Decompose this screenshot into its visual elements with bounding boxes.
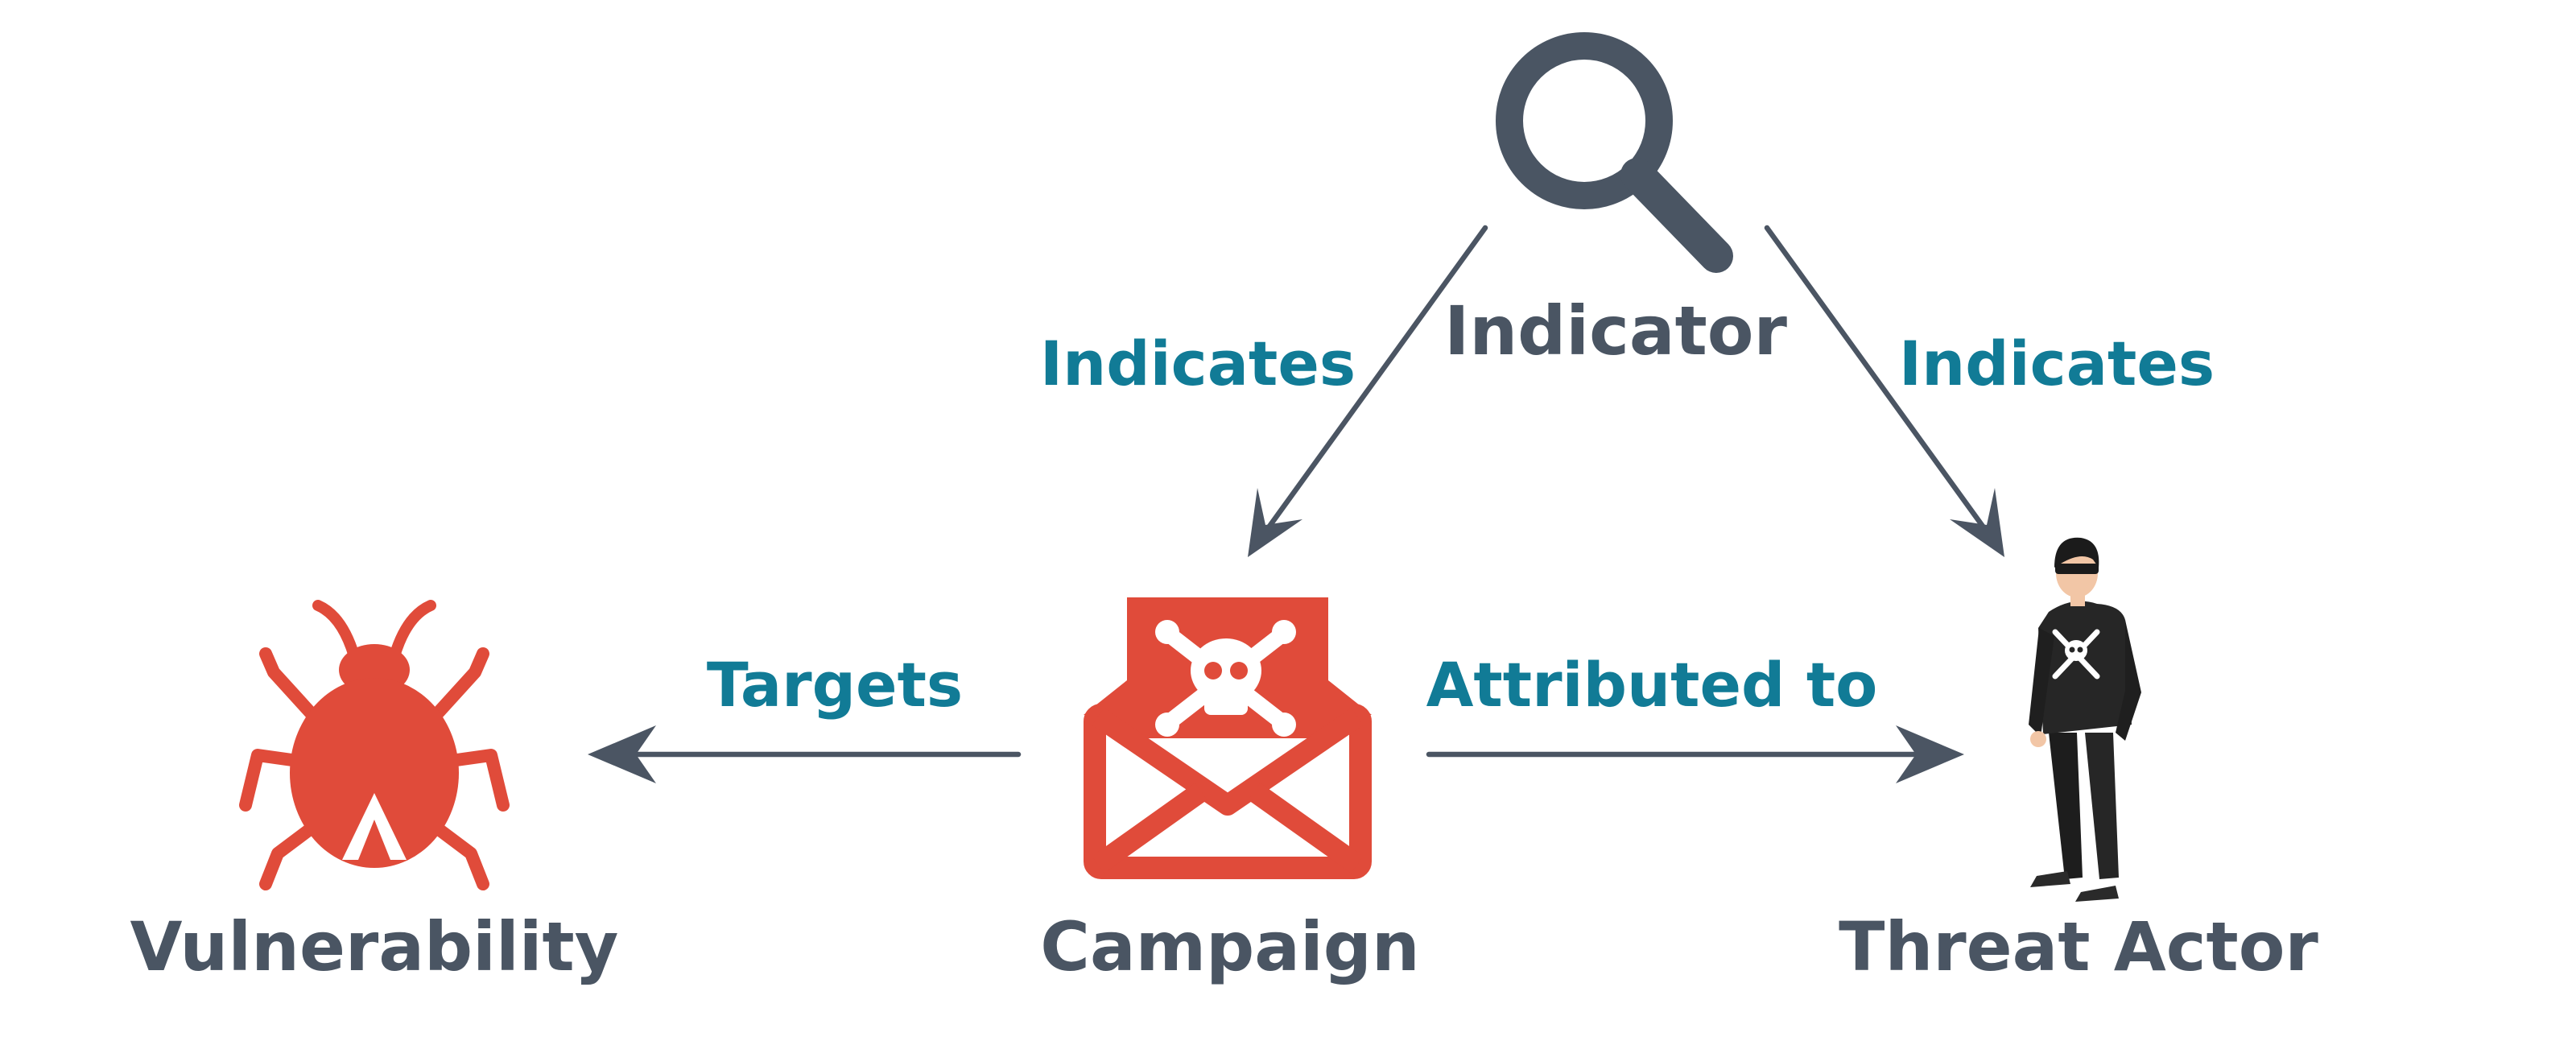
- node-label-threat-actor: Threat Actor: [1839, 907, 2318, 986]
- arrow-head: [1896, 725, 1964, 783]
- node-label-campaign: Campaign: [1040, 907, 1419, 986]
- node-threat-actor: Threat Actor: [1839, 537, 2318, 986]
- edge-line: [1764, 225, 1993, 539]
- arrow-head: [1950, 488, 2004, 557]
- edge-targets: [588, 725, 1022, 783]
- edge-label-attributed-to: Attributed to: [1426, 649, 1878, 721]
- edge-attributed-to: [1426, 725, 1964, 783]
- node-vulnerability: Vulnerability: [130, 600, 619, 986]
- edge-label-indicates-left: Indicates: [1040, 328, 1356, 399]
- masked-person-icon: [2029, 537, 2141, 902]
- envelope-skull-icon: [1084, 597, 1372, 879]
- node-campaign: Campaign: [1040, 597, 1420, 986]
- magnifying-glass-icon: [1496, 32, 1733, 273]
- skull-icon: [1155, 620, 1296, 737]
- edge-label-targets: Targets: [707, 649, 963, 721]
- edge-label-indicates-right: Indicates: [1899, 328, 2215, 399]
- node-indicator: Indicator: [1444, 32, 1787, 370]
- edge-line: [1259, 225, 1488, 539]
- node-label-indicator: Indicator: [1444, 291, 1787, 370]
- edge-indicates-campaign: [1248, 225, 1488, 557]
- bug-icon: [239, 600, 510, 890]
- edge-indicates-actor: [1764, 225, 2004, 557]
- shirt-skull-print: [2052, 629, 2100, 680]
- arrow-head: [1248, 488, 1302, 557]
- node-label-vulnerability: Vulnerability: [130, 907, 619, 986]
- arrow-head: [588, 725, 656, 783]
